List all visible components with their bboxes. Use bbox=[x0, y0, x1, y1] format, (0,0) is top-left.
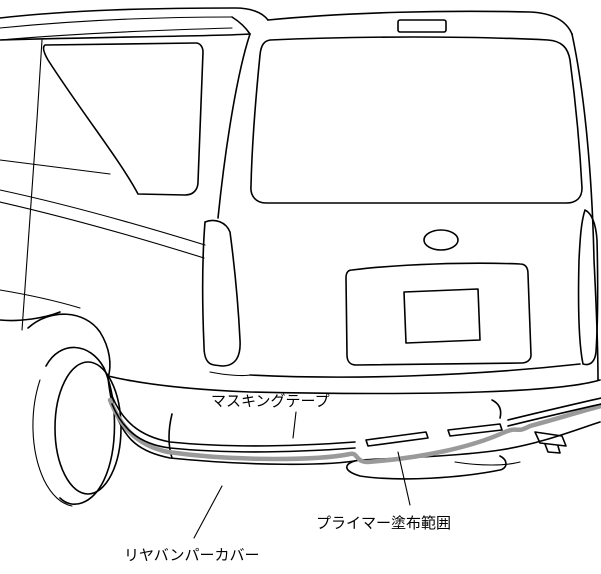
leader-line-masking-tape bbox=[292, 411, 297, 439]
side-body bbox=[0, 33, 251, 331]
high-mount-brake-light bbox=[397, 19, 447, 33]
leader-line-bumper-cover bbox=[193, 485, 223, 539]
rear-wheel bbox=[27, 313, 122, 507]
label-primer-area: プライマー塗布範囲 bbox=[316, 514, 451, 532]
label-masking-tape: マスキングテープ bbox=[211, 392, 330, 410]
rear-body bbox=[209, 33, 599, 381]
tail-lamp-left bbox=[201, 219, 241, 367]
emblem bbox=[423, 229, 459, 251]
primer-area-band bbox=[107, 397, 601, 465]
tail-lamp-right bbox=[577, 209, 599, 366]
label-rear-bumper-cover: リヤバンパーカバー bbox=[124, 546, 259, 564]
license-plate bbox=[403, 288, 481, 344]
leader-line-primer-area bbox=[397, 451, 411, 506]
roof bbox=[0, 7, 573, 41]
masking-tape-strips bbox=[111, 395, 601, 453]
